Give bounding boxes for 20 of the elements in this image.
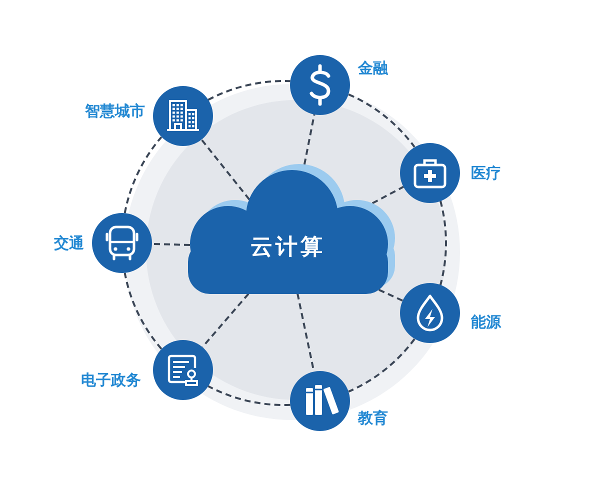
- category-label: 教育: [358, 408, 388, 427]
- dashed-line: [372, 186, 404, 204]
- dashed-arc: [348, 94, 416, 148]
- dashed-arc: [208, 80, 290, 101]
- category-label: 交通: [54, 234, 84, 252]
- dashed-arc: [208, 385, 290, 406]
- category-label: 金融: [358, 59, 388, 78]
- dashed-arc: [124, 136, 162, 214]
- cloud-label: 云计算: [250, 235, 326, 261]
- category-label: 智慧城市: [84, 102, 145, 120]
- dashed-arc: [348, 338, 416, 392]
- dashed-line: [200, 139, 250, 200]
- category-label: 电子政务: [80, 370, 141, 389]
- category-label: 医疗: [470, 164, 501, 182]
- category-label: 能源: [470, 313, 501, 332]
- dashed-line: [152, 242, 190, 246]
- dashed-arc: [439, 200, 447, 286]
- dashed-arc: [124, 272, 162, 350]
- dashed-line: [303, 114, 316, 165]
- dashed-line: [378, 288, 404, 302]
